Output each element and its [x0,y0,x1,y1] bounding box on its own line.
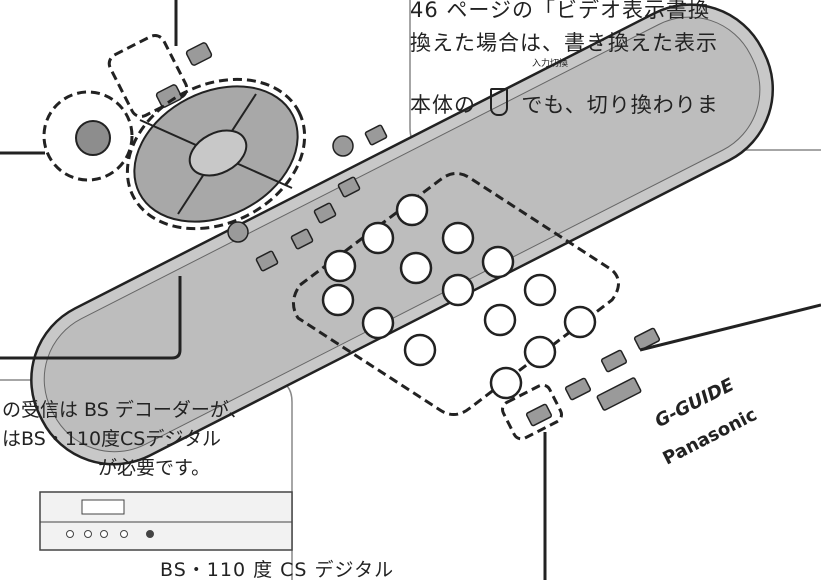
top-right-note-line3: 本体の でも、切り換わりま [410,88,719,122]
unit-caption: BS・110 度 CS デジタル [160,559,395,581]
channel-volume-dial[interactable] [102,50,330,257]
number-buttons[interactable] [321,193,597,400]
tv-unit-illustration [39,491,293,551]
right-callout-line [639,303,821,352]
top-right-note-line1: 46 ページの「ビデオ表示書換 [410,0,710,22]
number-pad-region [292,172,620,416]
top-right-note-line3-pre: 本体の [410,93,476,117]
power-button[interactable] [42,90,134,182]
numberpad-callout-line [0,276,182,360]
bottom-left-note: の受信は BS デコーダーが、 はBS・110度CSデジタル が必要です。 [2,396,247,483]
top-right-note: 46 ページの「ビデオ表示書換 換えた場合は、書き換えた表示 本体の でも、切り… [410,0,719,122]
input-switch-icon [489,88,508,116]
top-right-note-line2: 換えた場合は、書き換えた表示 [410,31,718,55]
remote-body [30,3,775,466]
brand-area: G-GUIDE Panasonic [652,374,761,469]
bs-buttons[interactable] [525,327,661,427]
input-switch-label: 入力切換 [532,59,569,69]
bottom-left-note-line2: はBS・110度CSデジタル [2,428,221,450]
input-switch-group[interactable] [106,32,213,120]
bs-button-region [501,383,563,441]
side-buttons[interactable] [227,124,388,272]
bottom-left-note-line1: の受信は BS デコーダーが、 [2,399,248,421]
bottom-left-note-line3: が必要です。 [98,457,211,479]
top-right-note-line3-post: でも、切り換わりま [521,93,719,117]
